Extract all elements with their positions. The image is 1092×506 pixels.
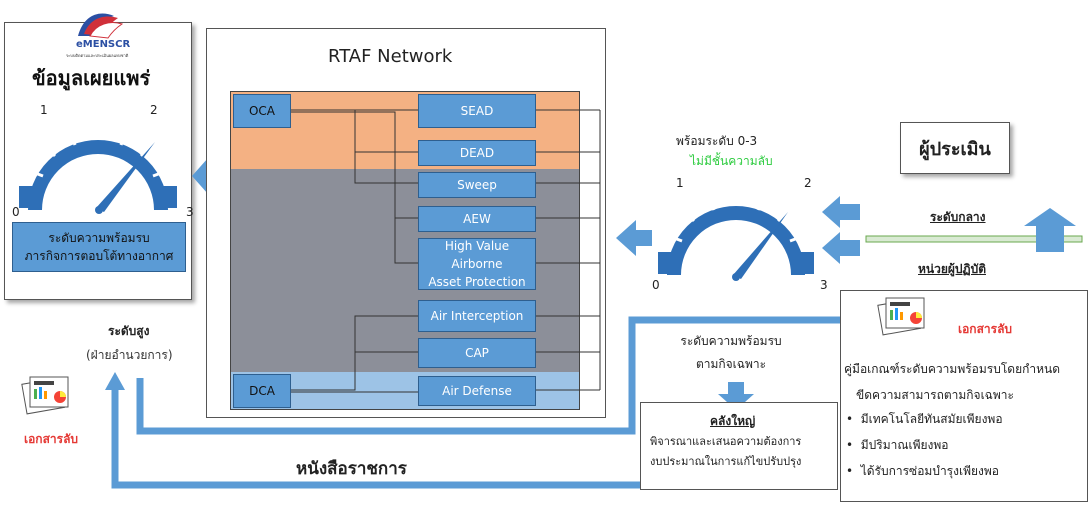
evaluator-title: ผู้ประเมิน: [919, 138, 991, 160]
secret-doc-left-label: เอกสารลับ: [24, 432, 79, 446]
right-gauge-tick-0: 0: [652, 278, 660, 292]
mission-aew: AEW: [418, 206, 536, 232]
mission-sead: SEAD: [418, 94, 536, 128]
right-gauge-tick-3: 3: [820, 278, 828, 292]
unit-label: หน่วยผู้ปฏิบัติ: [918, 262, 986, 276]
criteria-item-text: มีเทคโนโลยีทันสมัยเพียงพอ: [860, 412, 1003, 426]
mission-cap: CAP: [418, 338, 536, 368]
criteria-secret-label: เอกสารลับ: [958, 322, 1013, 336]
mid-level-label: ระดับกลาง: [930, 210, 986, 224]
left-gauge-tick-2: 2: [150, 103, 158, 117]
logo-tagline: ระบบติดตามและประเมินผลแห่งชาติ: [66, 53, 129, 58]
left-gauge-tick-1: 1: [40, 103, 48, 117]
ready-level-label: พร้อมระดับ 0-3: [676, 134, 758, 148]
criteria-item: • มีเทคโนโลยีทันสมัยเพียงพอ: [846, 412, 1003, 426]
mission-readiness-label: ระดับความพร้อมรบ ตามกิจเฉพาะ: [680, 334, 782, 371]
mission-air-defense: Air Defense: [418, 376, 536, 406]
criteria-title: คู่มือเกณฑ์ระดับความพร้อมรบโดยกำหนด: [844, 362, 1061, 376]
official-letter-label: หนังสือราชการ: [296, 459, 407, 479]
no-secret-label: ไม่มีชั้นความลับ: [690, 154, 773, 168]
mission-dead: DEAD: [418, 140, 536, 166]
right-gauge-tick-2: 2: [804, 176, 812, 190]
readiness-box: ระดับความพร้อมรบ ภารกิจการตอบโต้ทางอากาศ: [12, 222, 186, 272]
left-gauge-tick-3: 3: [186, 205, 194, 219]
criteria-subtitle: ขีดความสามารถตามกิจเฉพาะ: [856, 388, 1014, 402]
logo-name: eMENSCR: [76, 39, 131, 50]
left-panel-title: ข้อมูลเผยแพร่: [32, 66, 151, 90]
flag-icon: [78, 13, 124, 39]
left-gauge-tick-0: 0: [12, 205, 20, 219]
emenscr-logo: eMENSCR ระบบติดตามและประเมินผลแห่งชาติ: [66, 6, 131, 58]
mission-sweep: Sweep: [418, 172, 536, 198]
depot-title: คลังใหญ่: [710, 414, 756, 428]
network-frame: [230, 91, 580, 410]
high-level-label: ระดับสูง: [108, 324, 150, 338]
depot-box: [640, 402, 838, 490]
network-title: RTAF Network: [328, 46, 453, 67]
mission-air-interception: Air Interception: [418, 300, 536, 332]
criteria-item: • มีปริมาณเพียงพอ: [846, 438, 949, 452]
dca-box: DCA: [233, 374, 291, 408]
high-level-sub: (ฝ่ายอำนวยการ): [86, 348, 173, 362]
depot-text: พิจารณาและเสนอความต้องการ งบประมาณในการแ…: [650, 435, 802, 468]
right-gauge-tick-1: 1: [676, 176, 684, 190]
criteria-item-text: มีปริมาณเพียงพอ: [860, 438, 949, 452]
evaluator-box: ผู้ประเมิน: [900, 122, 1010, 174]
oca-box: OCA: [233, 94, 291, 128]
criteria-item: • ได้รับการซ่อมบำรุงเพียงพอ: [846, 464, 999, 478]
mission-hvaap: High Value Airborne Asset Protection: [418, 238, 536, 290]
criteria-item-text: ได้รับการซ่อมบำรุงเพียงพอ: [860, 464, 999, 478]
